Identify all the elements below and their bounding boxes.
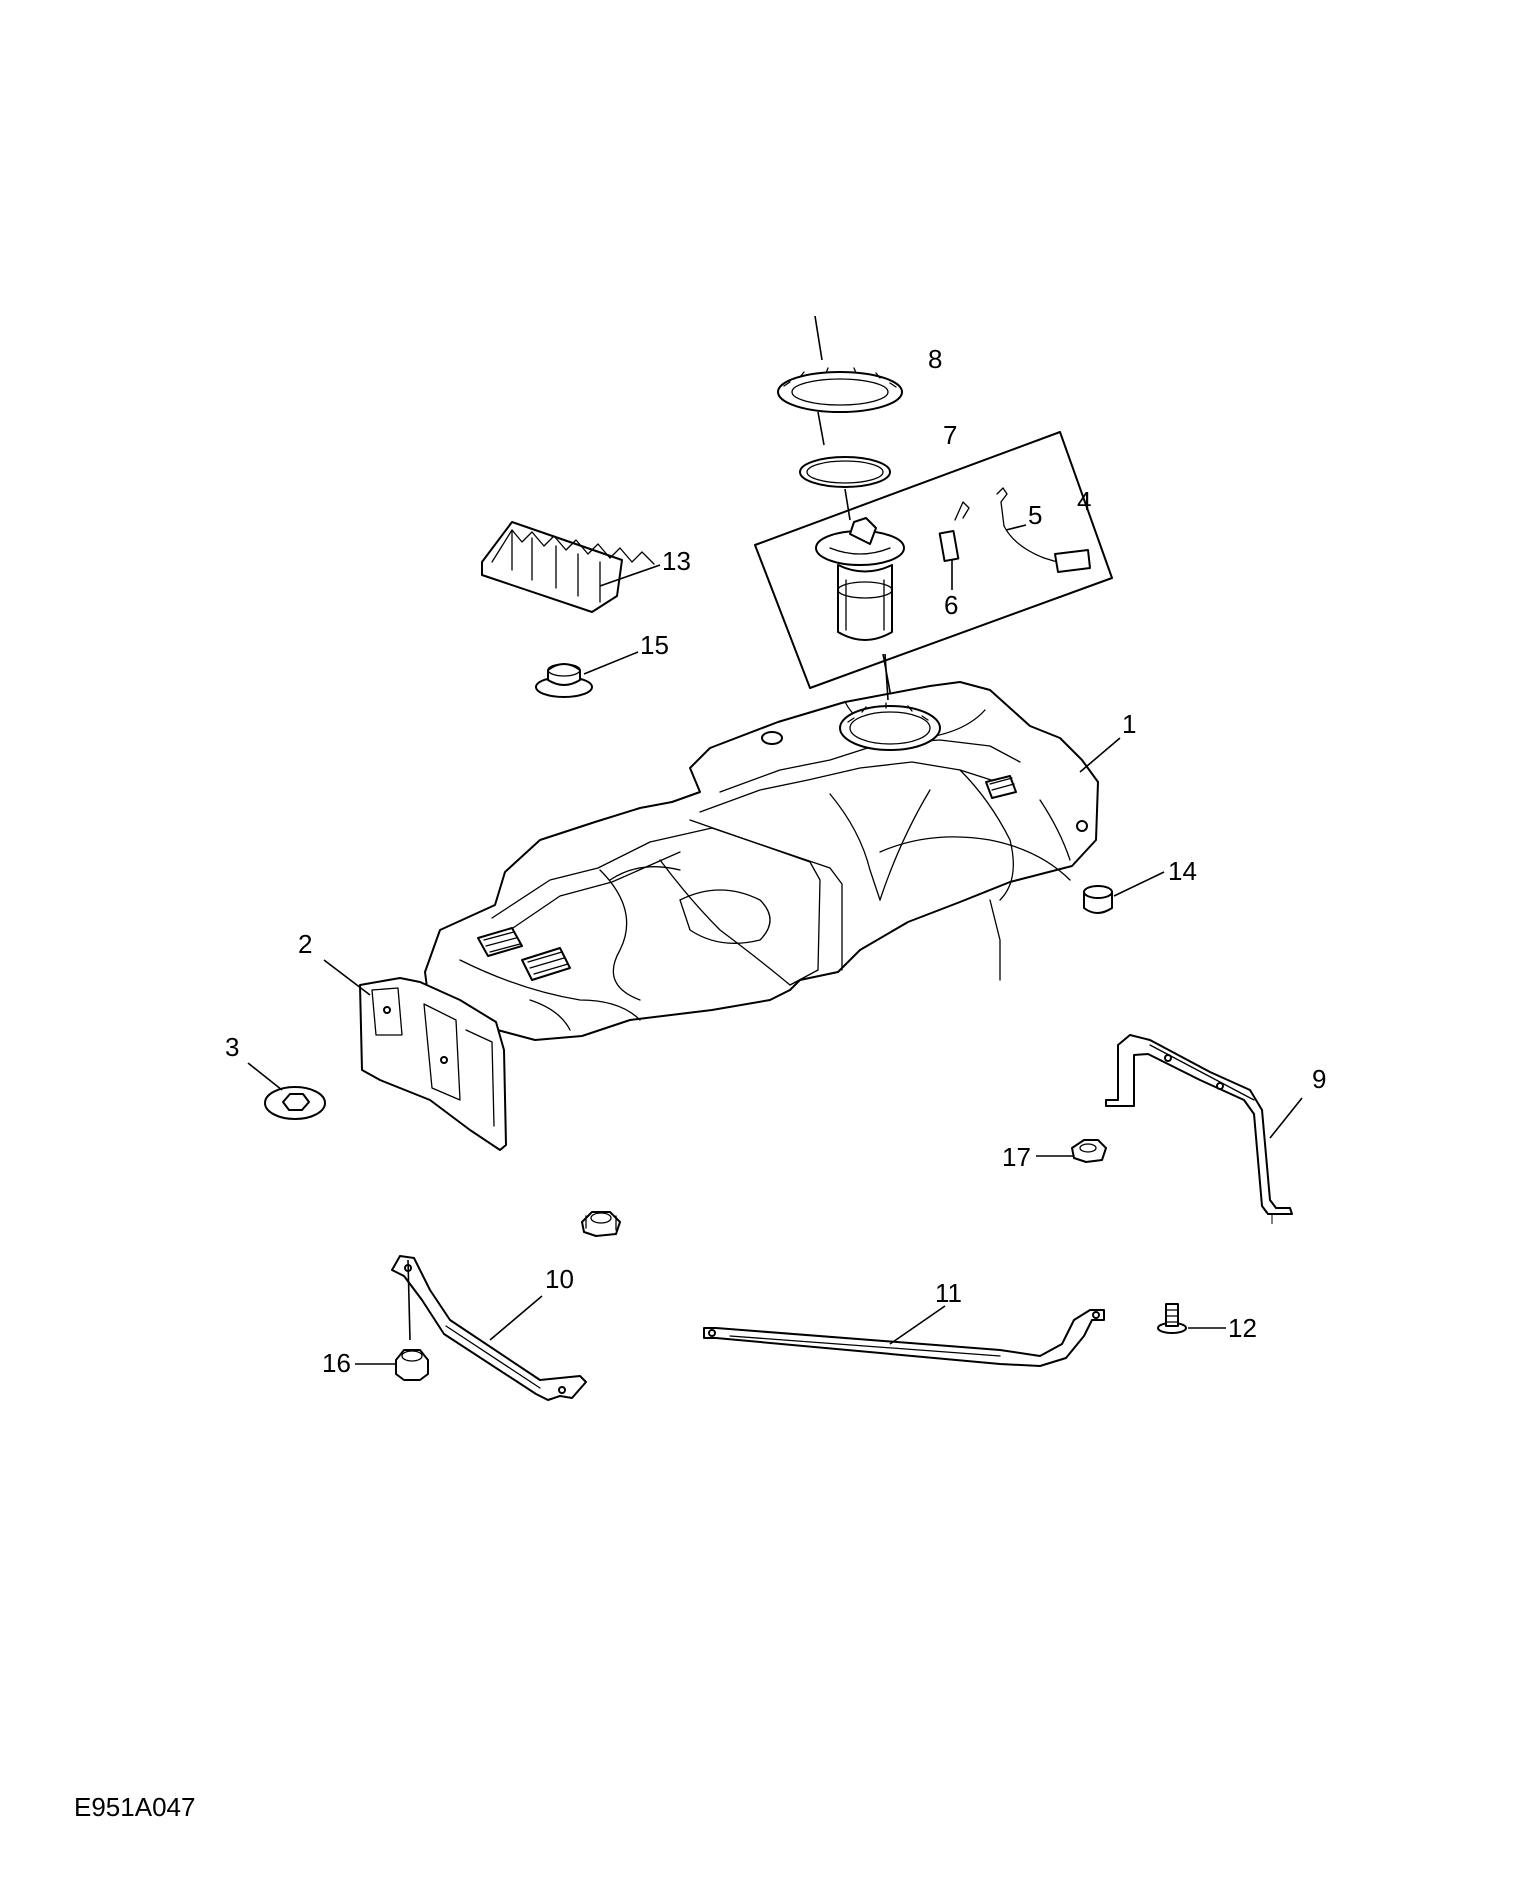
callout-10: 10 <box>545 1264 574 1294</box>
part-2-heat-shield <box>323 959 507 1151</box>
callout-15: 15 <box>640 630 669 660</box>
part-1-fuel-tank <box>424 653 1121 1041</box>
part-4-kit-box <box>754 431 1113 689</box>
callout-7: 7 <box>943 420 957 450</box>
callout-13: 13 <box>662 546 691 576</box>
part-9-strap <box>1105 1034 1303 1224</box>
part-7-seal <box>799 456 891 521</box>
drawing-code: E951A047 <box>74 1792 196 1822</box>
part-8-locking-ring <box>777 315 903 446</box>
part-5-float-arm <box>996 487 1091 573</box>
callout-11: 11 <box>935 1278 962 1308</box>
part-6-fuel-sender <box>938 501 970 590</box>
part-10-strap <box>391 1255 587 1401</box>
part-3-washer <box>247 1062 326 1120</box>
part-12-bolt <box>1157 1303 1226 1334</box>
callout-5: 5 <box>1028 500 1042 530</box>
callout-17: 17 <box>1002 1142 1031 1172</box>
part-14-bump-stop <box>1083 871 1165 914</box>
callout-1: 1 <box>1122 709 1136 739</box>
part-15-grommet <box>535 651 639 698</box>
callout-8: 8 <box>928 344 942 374</box>
callout-3: 3 <box>225 1032 239 1062</box>
callout-16: 16 <box>322 1348 351 1378</box>
callout-9: 9 <box>1312 1064 1326 1094</box>
part-16-nut <box>355 1349 429 1381</box>
flange-nut <box>581 1211 621 1237</box>
callout-labels: 1 2 3 4 5 6 7 8 9 10 11 12 13 14 15 16 1… <box>225 344 1326 1378</box>
part-13-insulation-pad <box>481 521 661 613</box>
part-11-strap <box>703 1305 1105 1367</box>
callout-14: 14 <box>1168 856 1197 886</box>
callout-6: 6 <box>944 590 958 620</box>
callout-4: 4 <box>1077 486 1091 516</box>
callout-2: 2 <box>298 929 312 959</box>
part-17-nut <box>1036 1139 1107 1163</box>
fuel-pump-module <box>815 517 905 698</box>
callout-12: 12 <box>1228 1313 1257 1343</box>
